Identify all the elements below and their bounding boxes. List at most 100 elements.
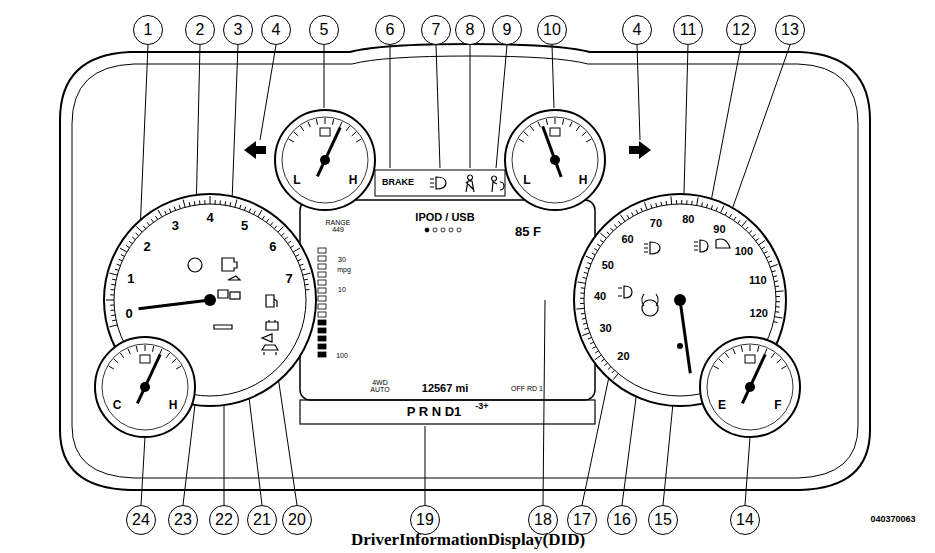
tachometer-tick — [136, 233, 139, 236]
tachometer-tick — [249, 209, 251, 213]
charging-icon — [266, 320, 278, 330]
temperature-tick — [136, 346, 137, 352]
tachometer-tick — [291, 246, 294, 248]
cluster-part — [430, 175, 504, 192]
speedometer-tick — [776, 290, 784, 292]
voltage-tick — [530, 126, 534, 131]
voltage-tick — [586, 139, 591, 142]
tachometer-tick — [194, 201, 196, 205]
callout-circle: 24 — [126, 505, 156, 535]
speedometer-tick — [725, 212, 727, 216]
fuel-tick — [714, 366, 719, 369]
cluster-part — [441, 228, 445, 232]
callout-number: 4 — [633, 22, 642, 38]
tachometer-tick — [115, 269, 119, 270]
brake-warning-icon — [642, 294, 658, 316]
speedometer-tick — [620, 215, 625, 222]
speedometer-tick — [772, 271, 776, 272]
tachometer-tick — [204, 200, 205, 204]
oil-pressure-tick — [346, 126, 350, 131]
tachometer-tick — [110, 294, 114, 295]
oil-pressure-tick — [289, 139, 294, 142]
callout-circle: 5 — [309, 15, 339, 45]
callout-circle: 7 — [421, 15, 451, 45]
callout-number: 22 — [215, 512, 233, 528]
fuel-tick — [750, 345, 751, 351]
speedometer-tick — [608, 367, 611, 370]
tachometer-tick — [278, 226, 284, 232]
tachometer-tick — [111, 289, 115, 290]
speedometer-tick — [585, 267, 589, 268]
temperature-tick — [145, 345, 146, 351]
speedometer-tick — [582, 333, 590, 336]
voltage-tick — [576, 126, 580, 131]
cluster-part — [425, 228, 429, 232]
speedo-needle — [680, 300, 690, 373]
tachometer-tick — [270, 222, 273, 225]
callout-number: 6 — [386, 22, 395, 38]
speedometer-tick — [636, 210, 638, 214]
speedometer-tick — [612, 370, 615, 373]
speedometer-tick — [587, 263, 591, 264]
speedometer-tick — [721, 206, 724, 213]
tachometer-tick — [225, 201, 227, 205]
gauge-number: 50 — [602, 260, 614, 272]
tachometer-tick — [111, 284, 115, 286]
service-icon — [214, 325, 232, 329]
speedometer-tick — [632, 213, 634, 216]
fuel-tick — [777, 359, 781, 363]
tachometer-tick — [266, 219, 268, 222]
oil-pressure-hub — [320, 155, 330, 165]
speedometer-tick — [641, 208, 643, 212]
tachometer-tick — [281, 233, 284, 236]
gauge-number: 20 — [617, 351, 629, 363]
fuel-hub — [745, 382, 755, 392]
speedometer-tick — [752, 234, 755, 237]
mpg-bar-segment — [318, 280, 326, 285]
callout-circle: 15 — [648, 505, 678, 535]
callout-circle: 21 — [247, 505, 277, 535]
tachometer-tick — [110, 273, 118, 275]
speedometer-tick — [774, 280, 778, 282]
speedometer-tick — [580, 293, 584, 294]
cluster-part — [449, 228, 453, 232]
callout-circle: 4 — [622, 15, 652, 45]
speedometer-tick — [773, 275, 777, 277]
tachometer-tick — [254, 211, 256, 215]
voltage-gauge — [505, 110, 605, 210]
oil-pressure-tick — [316, 119, 317, 125]
speedometer-tick — [592, 253, 596, 255]
leader-line — [260, 45, 276, 140]
temperature-tick — [176, 366, 181, 369]
voltage-tick — [582, 132, 586, 136]
high-beam-icon — [644, 242, 660, 254]
gauge-number: 2 — [144, 240, 151, 254]
speedometer-tick — [742, 220, 747, 226]
tachometer-tick — [244, 207, 245, 211]
speedometer-tick — [774, 321, 778, 323]
leader-line — [436, 45, 440, 168]
tachometer-tick — [174, 207, 175, 211]
speedometer-tick — [583, 323, 587, 325]
right-turn-arrow — [629, 141, 651, 159]
speedometer-tick — [607, 232, 610, 235]
mpg-bar-segment — [318, 344, 326, 349]
speedometer-tick — [681, 200, 682, 204]
speedometer-tick — [651, 204, 652, 208]
gauge-number: 30 — [599, 324, 611, 336]
callout-number: 5 — [320, 22, 329, 38]
gauge-letter: F — [774, 399, 781, 412]
temperature-tick — [114, 359, 118, 363]
gauge-number: 40 — [594, 291, 606, 303]
callout-number: 7 — [432, 22, 441, 38]
traction-icon — [230, 292, 240, 299]
mpg-bar-segment — [318, 264, 326, 269]
gauge-number: 0 — [126, 307, 133, 321]
telltale-bar — [375, 170, 505, 196]
gauge-number: 4 — [206, 211, 213, 225]
tachometer-tick — [210, 196, 211, 204]
headlamp-icon — [430, 177, 446, 189]
voltage-tick — [538, 122, 540, 127]
tachometer-tick — [110, 325, 118, 327]
speedometer-tick — [644, 202, 647, 210]
